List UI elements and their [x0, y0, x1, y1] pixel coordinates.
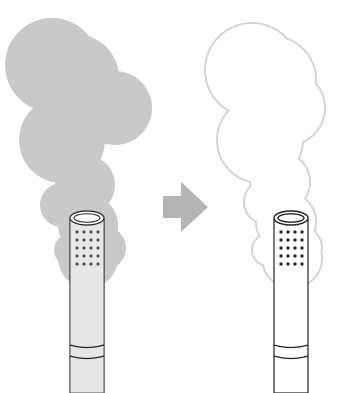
- microphone-left: [69, 210, 105, 393]
- grille-dots-right: [279, 230, 304, 266]
- grille-dots-left: [75, 230, 100, 266]
- right-arrow-icon: [163, 182, 208, 232]
- microphone-right: [273, 210, 309, 393]
